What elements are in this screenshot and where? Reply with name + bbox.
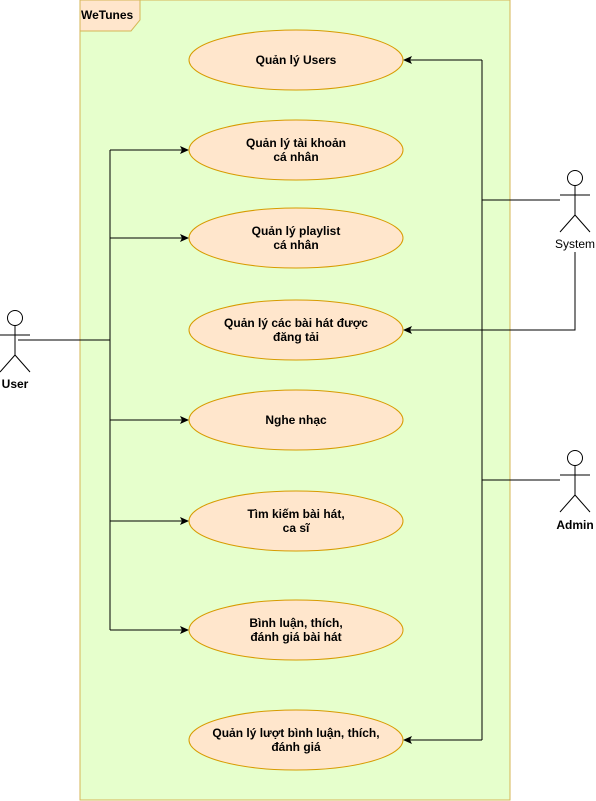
use-case-label: đánh giá bài hát (250, 630, 341, 644)
use-case-label: Quản lý tài khoản (246, 136, 346, 150)
use-case-label: cá nhân (273, 238, 318, 252)
use-case-manage-comments-likes-ratings: Quản lý lượt bình luận, thích,đánh giá (188, 709, 404, 771)
actor-system: System (555, 170, 595, 251)
use-case-label: Bình luận, thích, (249, 616, 342, 630)
system-name: WeTunes (81, 8, 134, 22)
use-case-search-songs-singers: Tìm kiếm bài hát,ca sĩ (188, 490, 404, 552)
use-case-label: Quản lý playlist (252, 224, 341, 238)
use-case-label: đăng tải (273, 330, 319, 344)
use-case-comment-like-rate: Bình luận, thích,đánh giá bài hát (188, 599, 404, 661)
stick-figure-icon (0, 310, 31, 373)
use-case-ellipse (188, 389, 404, 451)
use-case-label: Quản lý lượt bình luận, thích, (212, 726, 379, 740)
actor-label: User (2, 377, 29, 391)
system-name-tab (79, 0, 141, 32)
associations (18, 56, 576, 744)
actor-label: System (555, 237, 595, 251)
use-case-ellipse (188, 207, 404, 269)
use-case-label: ca sĩ (283, 521, 310, 535)
stick-figure-icon (559, 450, 591, 513)
use-case-ellipse (188, 490, 404, 552)
system-to-manage-uploaded-songs (403, 252, 576, 334)
use-case-label: Tìm kiếm bài hát, (247, 507, 344, 521)
use-case-listen-music: Nghe nhạc (188, 389, 404, 451)
use-case-ellipse (188, 29, 404, 91)
use-case-label: Nghe nhạc (265, 413, 327, 427)
use-case-label: cá nhân (273, 150, 318, 164)
use-case-label: đánh giá (271, 740, 321, 754)
use-case-label: Quản lý các bài hát được (224, 316, 368, 330)
actor-label: Admin (556, 518, 593, 532)
use-case-ellipse (188, 299, 404, 361)
use-case-label: Quản lý Users (256, 53, 337, 67)
use-case-ellipse (188, 709, 404, 771)
stick-figure-icon (559, 170, 591, 233)
use-case-ellipse (188, 119, 404, 181)
actor-user: User (0, 310, 31, 391)
use-case-ellipse (188, 599, 404, 661)
use-case-manage-users: Quản lý Users (188, 29, 404, 91)
actor-admin: Admin (556, 450, 594, 532)
